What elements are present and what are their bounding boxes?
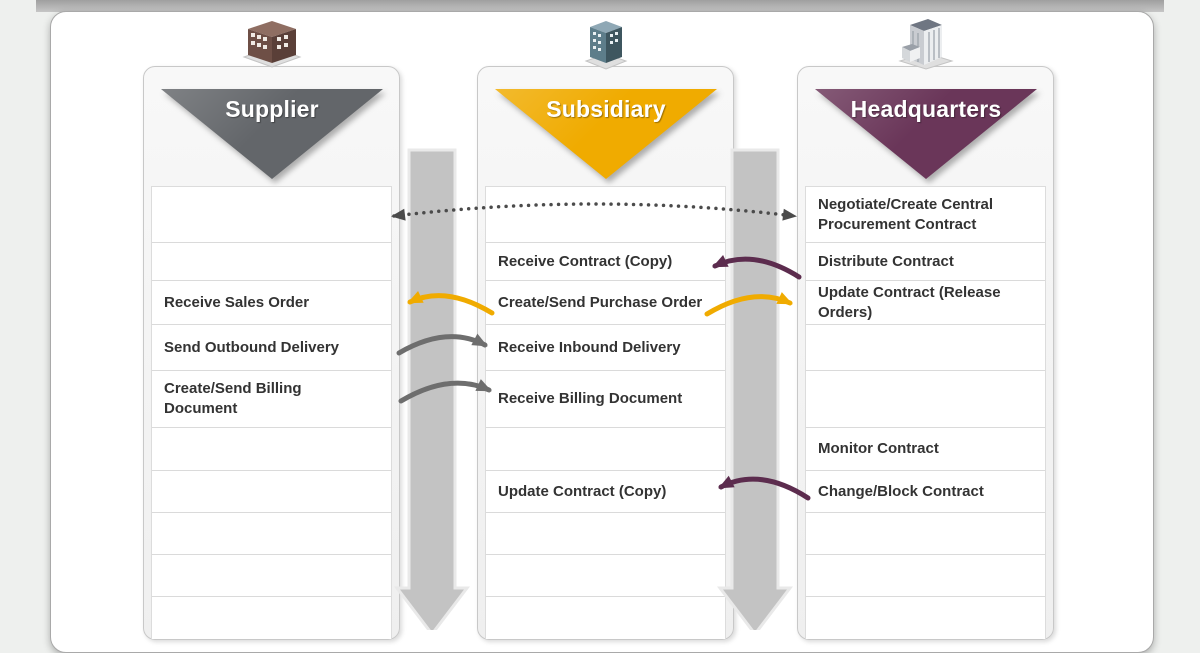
process-row	[486, 513, 725, 555]
process-row	[486, 187, 725, 243]
column-subsidiary: Subsidiary Receive Contract (Copy)Create…	[477, 21, 734, 640]
process-row	[152, 597, 391, 639]
process-row: Create/Send Billing Document	[152, 371, 391, 428]
process-row: Distribute Contract	[806, 243, 1045, 281]
process-row	[806, 555, 1045, 597]
process-row: Change/Block Contract	[806, 471, 1045, 513]
process-row	[486, 428, 725, 471]
subsidiary-process-list: Receive Contract (Copy)Create/Send Purch…	[485, 186, 726, 639]
factory-building-icon	[242, 17, 302, 74]
process-row: Update Contract (Copy)	[486, 471, 725, 513]
process-row	[806, 597, 1045, 639]
process-row	[152, 555, 391, 597]
office-tower-icon	[582, 17, 630, 76]
process-row	[806, 325, 1045, 371]
process-row	[806, 513, 1045, 555]
supplier-title: Supplier	[225, 96, 319, 122]
subsidiary-banner: Subsidiary	[495, 89, 717, 179]
process-row: Receive Contract (Copy)	[486, 243, 725, 281]
slide-top-shadow	[36, 0, 1164, 12]
process-row	[152, 187, 391, 243]
process-row	[152, 428, 391, 471]
supplier-banner: Supplier	[161, 89, 383, 179]
headquarters-building-icon	[897, 17, 954, 76]
headquarters-process-list: Negotiate/Create Central Procurement Con…	[805, 186, 1046, 639]
headquarters-title: Headquarters	[850, 96, 1002, 122]
process-row	[806, 371, 1045, 428]
process-row: Create/Send Purchase Order	[486, 281, 725, 325]
process-row: Update Contract (Release Orders)	[806, 281, 1045, 325]
process-row	[152, 513, 391, 555]
column-headquarters: Headquarters Negotiate/Create Central Pr…	[797, 19, 1054, 640]
subsidiary-title: Subsidiary	[546, 96, 666, 122]
process-row: Negotiate/Create Central Procurement Con…	[806, 187, 1045, 243]
process-row: Receive Sales Order	[152, 281, 391, 325]
process-row	[486, 597, 725, 639]
process-row: Monitor Contract	[806, 428, 1045, 471]
headquarters-banner: Headquarters	[815, 89, 1037, 179]
process-row: Receive Inbound Delivery	[486, 325, 725, 371]
process-row: Send Outbound Delivery	[152, 325, 391, 371]
process-row	[486, 555, 725, 597]
process-row	[152, 243, 391, 281]
process-row: Receive Billing Document	[486, 371, 725, 428]
process-row	[152, 471, 391, 513]
